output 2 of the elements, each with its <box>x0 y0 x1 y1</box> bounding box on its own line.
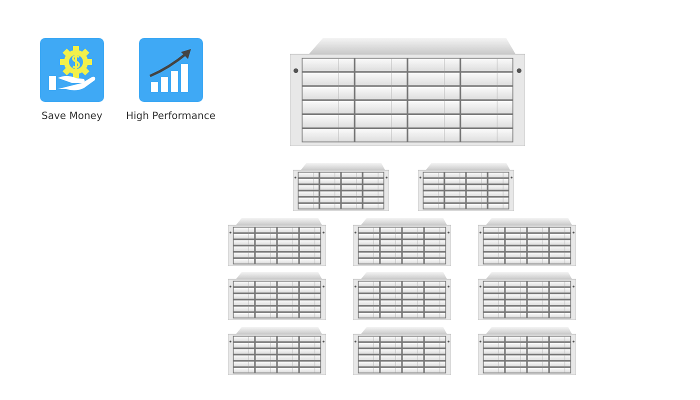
icon-caption: Save Money <box>42 111 102 122</box>
icon-caption: High Performance <box>126 111 216 122</box>
